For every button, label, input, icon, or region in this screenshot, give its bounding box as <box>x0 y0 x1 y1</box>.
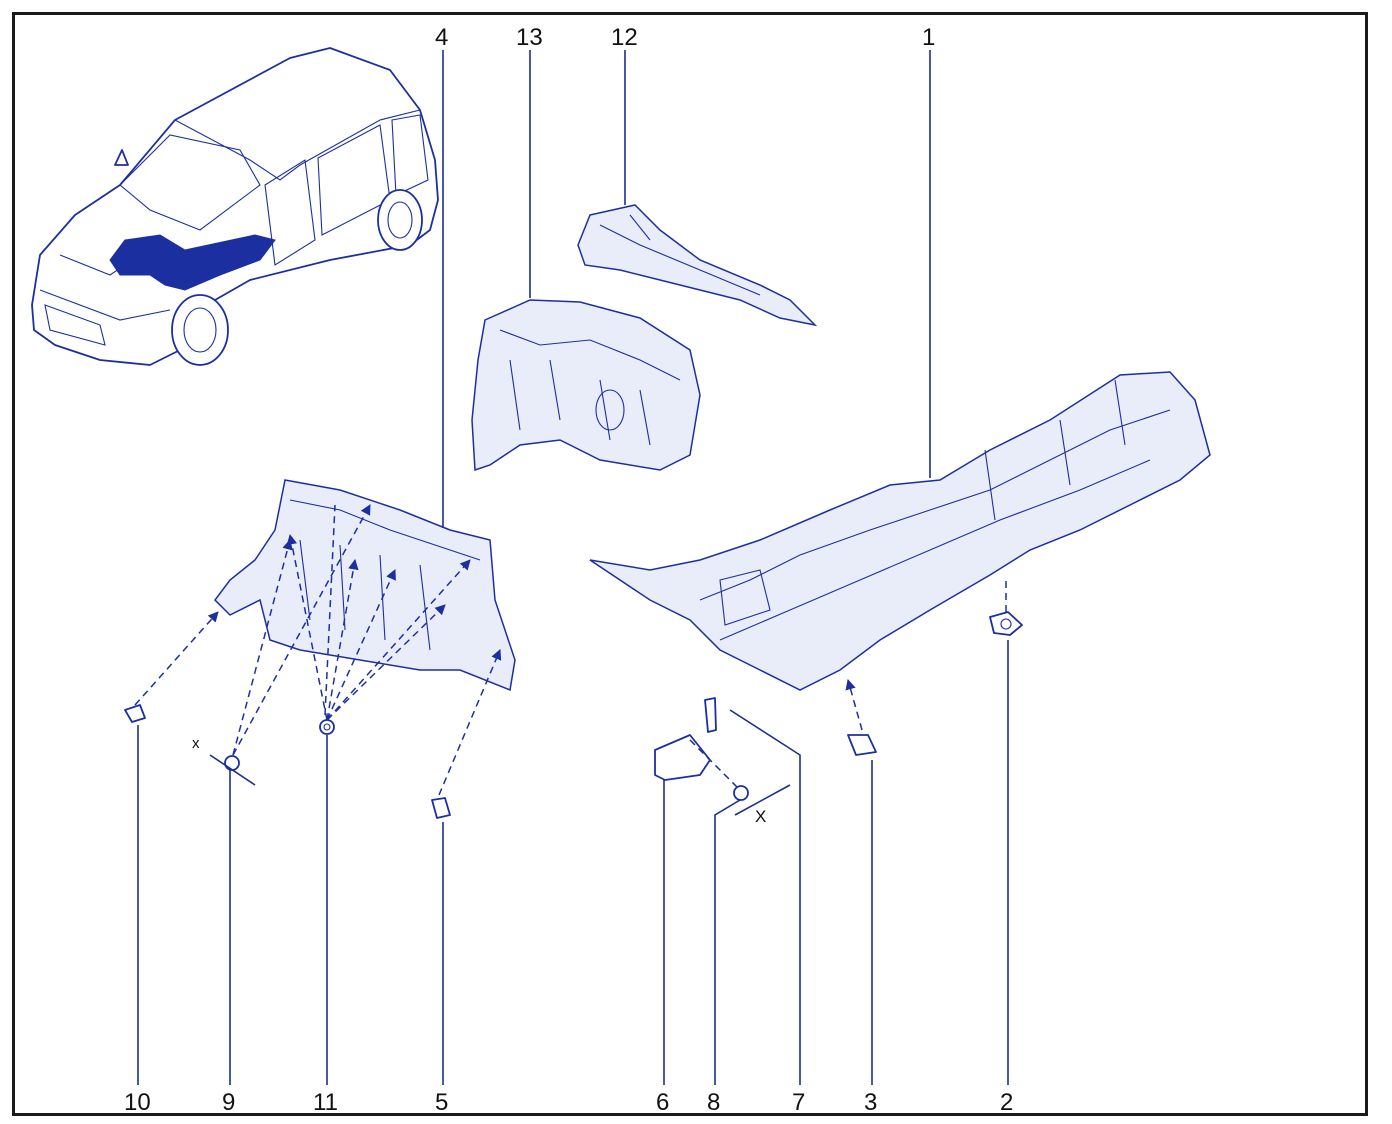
fastener-5 <box>431 797 451 819</box>
callout-13: 13 <box>516 24 543 51</box>
fastener-10 <box>124 704 146 723</box>
callout-12: 12 <box>611 24 638 51</box>
fastener-11 <box>319 719 335 735</box>
highlighted-heat-shield <box>109 234 276 291</box>
assembly-lines <box>134 504 1007 796</box>
part-1-main-heat-shield <box>589 371 1211 691</box>
callouts: 1 2 3 4 5 6 7 8 9 10 11 12 13 <box>124 24 1013 1116</box>
callout-7: 7 <box>792 1089 805 1116</box>
callout-9: 9 <box>222 1089 235 1116</box>
dimension-mark-right: X <box>734 784 791 826</box>
callout-10: 10 <box>124 1089 151 1116</box>
leader-lines <box>137 50 1009 1085</box>
callout-6: 6 <box>656 1089 669 1116</box>
part-13-dash-insulator <box>471 299 701 472</box>
dimension-label-X: X <box>755 807 766 826</box>
fastener-9 <box>224 755 240 771</box>
callout-11: 11 <box>313 1089 338 1116</box>
nut-8 <box>733 785 749 801</box>
bracket-6 <box>654 697 717 781</box>
dimension-mark-left: x <box>192 735 256 786</box>
part-12-upper-shield <box>577 204 818 327</box>
callout-3: 3 <box>864 1089 877 1116</box>
callout-4: 4 <box>435 24 448 51</box>
part-4-left-shield <box>214 479 516 692</box>
car-illustration <box>31 47 439 366</box>
callout-2: 2 <box>1000 1089 1013 1116</box>
clip-3 <box>847 734 877 756</box>
clip-2 <box>989 611 1023 636</box>
callout-5: 5 <box>435 1089 448 1116</box>
callout-8: 8 <box>707 1089 720 1116</box>
dimension-label-x: x <box>192 735 200 752</box>
callout-1: 1 <box>922 24 935 51</box>
